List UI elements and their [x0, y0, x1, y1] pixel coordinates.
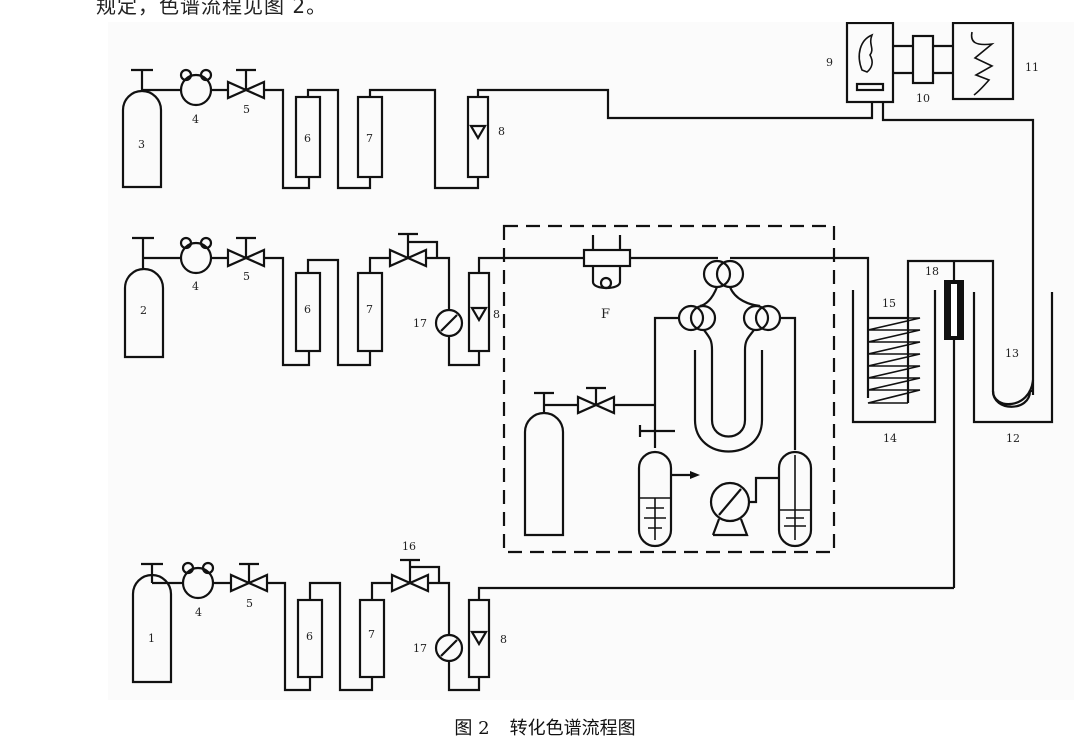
bath-14-label: 14	[883, 432, 897, 445]
valve-5-c	[213, 562, 269, 593]
conversion-unit-enclosure	[502, 224, 836, 554]
tube-18-label: 18	[925, 265, 939, 278]
pump	[709, 476, 779, 537]
cylinder-2	[123, 267, 165, 359]
column-6b-label: 6	[304, 303, 311, 316]
flowmeter-8b-label: 8	[493, 308, 500, 321]
flow-diagram: 3 4 5 6 7 8 9 10 11	[108, 22, 1074, 700]
preceding-text-line: 规定，色谱流程见图 2。	[96, 0, 328, 18]
valve-16	[370, 558, 451, 636]
recorder-11	[951, 22, 1015, 101]
inner-valve	[534, 386, 655, 415]
column-6c-label: 6	[306, 630, 313, 643]
coil-15	[867, 316, 921, 404]
u-trap-icon	[693, 350, 764, 453]
flowmeter-float-icon	[469, 124, 487, 141]
valve-5	[226, 68, 266, 100]
flowmeter-8-label: 8	[498, 125, 505, 138]
amplifier-10-label: 10	[916, 92, 930, 105]
recorder-11-label: 11	[1025, 61, 1039, 74]
bath-12-label: 12	[1006, 432, 1020, 445]
flowmeter-8c-label: 8	[500, 633, 507, 646]
gauge-17b-label: 17	[413, 317, 427, 330]
detector-9	[845, 22, 895, 104]
cylinder-1-label: 1	[148, 632, 155, 645]
valve-5-label: 5	[243, 103, 250, 116]
bath-12	[972, 292, 1054, 424]
column-6-label: 6	[304, 132, 311, 145]
coil-15-label: 15	[882, 297, 896, 310]
flame-icon	[858, 33, 874, 73]
amplifier-10	[911, 34, 935, 85]
valve-5b-label: 5	[243, 270, 250, 283]
splitter-f-label: F	[601, 307, 610, 322]
flowmeter-8-c	[467, 598, 491, 679]
regulator-4c-label: 4	[195, 606, 202, 619]
detector-9-label: 9	[826, 56, 833, 69]
valve-16-b	[368, 232, 451, 310]
regulator-4b-label: 4	[192, 280, 199, 293]
inner-cylinder	[523, 411, 565, 537]
bubbler-right	[777, 450, 813, 548]
bath-14	[851, 290, 937, 424]
figure-caption: 图 2 转化色谱流程图	[0, 714, 1090, 740]
figure-number: 图 2	[454, 718, 490, 739]
gas-line-3: 3 4 5 6 7 8	[121, 68, 874, 190]
u-tube-13-label: 13	[1005, 347, 1019, 360]
bubbler-left	[637, 450, 700, 548]
column-7c-label: 7	[368, 628, 375, 641]
gas-line-2: 2 4 5 6 7 17 8	[123, 232, 584, 367]
cylinder-1	[131, 573, 173, 684]
outlet-arrow-icon	[690, 471, 700, 479]
regulator-4-label: 4	[192, 113, 199, 126]
tube-18	[944, 261, 964, 588]
valve-5c-label: 5	[246, 597, 253, 610]
regulator-4	[179, 68, 213, 107]
valve-16-label: 16	[402, 540, 416, 553]
column-7-label: 7	[366, 132, 373, 145]
column-7b-label: 7	[366, 303, 373, 316]
u-tube-13	[991, 379, 1035, 406]
gauge-17-label: 17	[413, 642, 427, 655]
flow-diagram-svg: 3 4 5 6 7 8 9 10 11	[121, 22, 1054, 692]
gas-line-1: 1 4 5 6 7 16 17 8	[131, 540, 954, 692]
figure-title: 转化色谱流程图	[509, 718, 636, 739]
cylinder-2-label: 2	[140, 304, 147, 317]
valve-5-b	[211, 236, 266, 268]
cylinder-3-label: 3	[138, 138, 145, 151]
flowmeter-8-b	[467, 271, 491, 353]
chromatogram-icon	[970, 31, 995, 96]
splitter-f	[582, 235, 632, 290]
switching-valve	[653, 259, 797, 453]
